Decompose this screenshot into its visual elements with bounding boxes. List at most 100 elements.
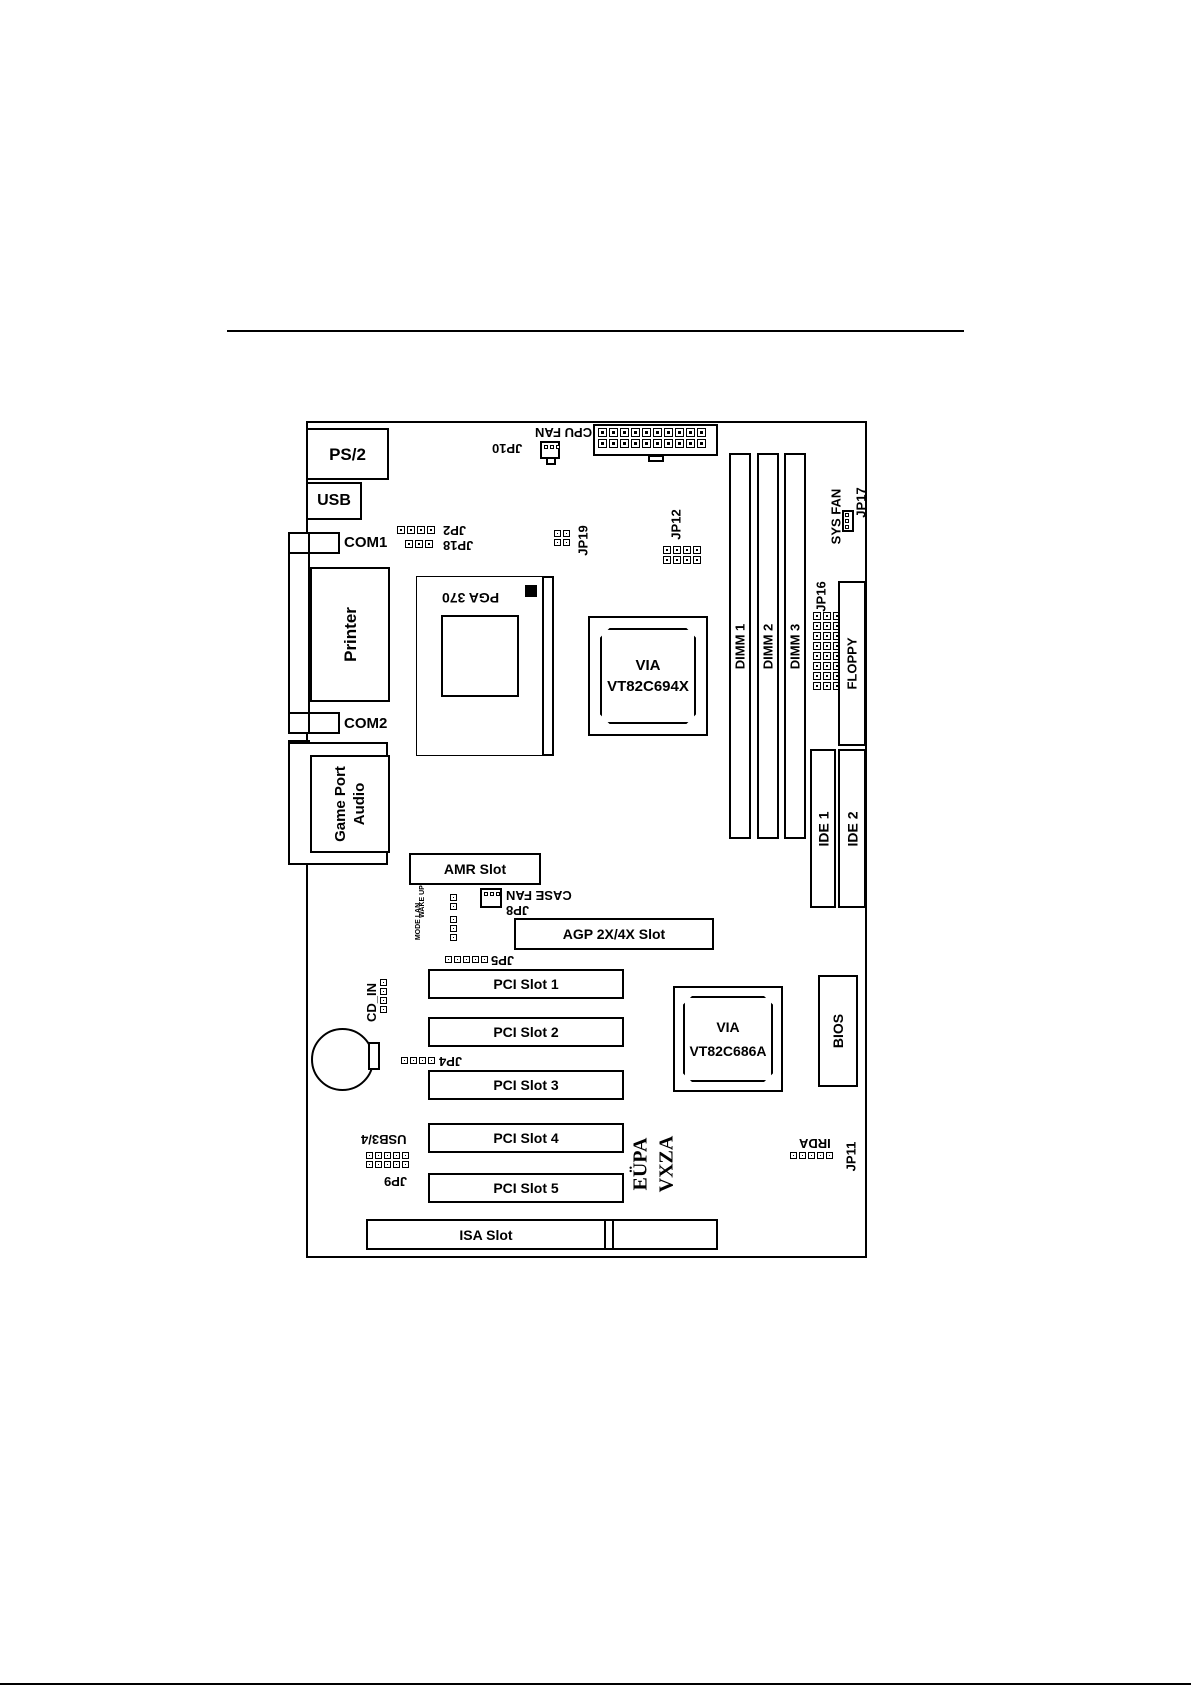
ps2-label: PS/2 <box>329 444 366 464</box>
printer-port: Printer <box>310 567 390 702</box>
game-port: Game Port Audio <box>310 755 390 853</box>
south-bridge-chip: VIA VT82C686A <box>683 996 773 1082</box>
north-bridge-chip: VIA VT82C694X <box>600 628 696 724</box>
isa-slot-label: ISA Slot <box>459 1226 513 1243</box>
pci-slot-4-label: PCI Slot 4 <box>493 1130 559 1146</box>
ps2-port: PS/2 <box>306 428 389 480</box>
jp18-label: JP18 <box>443 538 474 553</box>
dimm1-slot: DIMM 1 <box>729 453 751 839</box>
pci-slot-2-label: PCI Slot 2 <box>493 1024 559 1040</box>
cpu-socket-corner <box>525 585 537 597</box>
usb34-header <box>366 1152 409 1168</box>
amr-slot-label: AMR Slot <box>443 861 507 877</box>
mode-lan-header <box>450 916 457 941</box>
model-text: EÜPA VXZA <box>629 1120 702 1210</box>
floppy-label: FLOPPY <box>844 637 860 690</box>
north-bridge-line1: VIA <box>635 657 661 674</box>
pci-slot-1: PCI Slot 1 <box>428 969 624 999</box>
printer-port-frame <box>288 552 310 717</box>
bottom-rule <box>0 1683 1191 1685</box>
jp16-label: JP16 <box>813 581 829 612</box>
jp18-header <box>405 540 433 548</box>
ide2-connector: IDE 2 <box>838 749 866 908</box>
jp4-label: JP4 <box>439 1054 463 1069</box>
cpu-socket-inner <box>441 615 519 697</box>
isa-slot: ISA Slot <box>366 1219 606 1250</box>
floppy-connector: FLOPPY <box>838 581 866 746</box>
south-bridge-line2: VT82C686A <box>689 1043 767 1059</box>
atx-power-latch <box>648 455 664 462</box>
jp19-label: JP19 <box>575 525 591 556</box>
jp19-header <box>554 530 570 546</box>
printer-label: Printer <box>340 607 360 662</box>
atx-power-pins <box>598 428 706 448</box>
jp10-fan-tab <box>546 457 556 465</box>
top-rule <box>227 330 964 332</box>
pci-slot-4: PCI Slot 4 <box>428 1123 624 1153</box>
jp5-header <box>445 956 488 963</box>
jp10-label: JP10 <box>492 441 523 456</box>
pci-slot-2: PCI Slot 2 <box>428 1017 624 1047</box>
dimm3-label: DIMM 3 <box>787 623 803 669</box>
com1-connector <box>310 532 340 554</box>
usb34-label: USB3/4 <box>361 1132 407 1147</box>
jp8-fan-header <box>480 888 502 908</box>
com1-label: COM1 <box>344 534 388 551</box>
pci-slot-3-label: PCI Slot 3 <box>493 1077 559 1093</box>
ide2-label: IDE 2 <box>844 810 861 847</box>
agp-slot-label: AGP 2X/4X Slot <box>562 926 666 942</box>
pci-slot-1-label: PCI Slot 1 <box>493 976 559 992</box>
agp-slot: AGP 2X/4X Slot <box>514 918 714 950</box>
jp11-label: JP11 <box>843 1141 859 1172</box>
com2-label: COM2 <box>344 715 388 732</box>
cpu-socket-lever <box>542 576 554 756</box>
usb-label: USB <box>317 492 351 509</box>
usb-port: USB <box>306 482 362 520</box>
ide1-label: IDE 1 <box>815 810 832 847</box>
pci-slot-5: PCI Slot 5 <box>428 1173 624 1203</box>
irda-label: IRDA <box>799 1136 831 1151</box>
jp12-label: JP12 <box>668 509 684 540</box>
battery-holder <box>368 1042 380 1070</box>
bios-label: BIOS <box>829 1013 846 1049</box>
pci-slot-3: PCI Slot 3 <box>428 1070 624 1100</box>
jp5-label: JP5 <box>491 953 515 968</box>
jp9-label: JP9 <box>384 1174 408 1189</box>
pci-slot-5-label: PCI Slot 5 <box>493 1180 559 1196</box>
dimm2-slot: DIMM 2 <box>757 453 779 839</box>
battery <box>311 1028 374 1091</box>
jp17-pins <box>845 513 849 529</box>
com2-port <box>288 712 310 734</box>
model-line1: EÜPA <box>629 1137 652 1191</box>
mode-lan-label: MODE LAN <box>415 902 423 941</box>
isa-slot-extension <box>612 1219 718 1250</box>
cd-in-header <box>380 979 387 1013</box>
jp8-pins <box>484 892 500 896</box>
bios-chip: BIOS <box>818 975 858 1087</box>
pga370-label: PGA 370 <box>442 590 500 606</box>
cpu-fan-label: CPU FAN <box>535 425 593 440</box>
south-bridge-line1: VIA <box>716 1019 740 1035</box>
dimm2-label: DIMM 2 <box>760 623 776 669</box>
amr-slot: AMR Slot <box>409 853 541 885</box>
sys-fan-label: SYS FAN <box>828 488 844 545</box>
jp12-header <box>663 546 701 564</box>
jp10-pins <box>544 445 560 449</box>
jp2-header <box>397 526 435 534</box>
model-line2: VXZA <box>655 1135 678 1193</box>
ide1-connector: IDE 1 <box>810 749 836 908</box>
cd-in-label: CD_IN <box>364 982 380 1023</box>
jp17-label: JP17 <box>853 487 869 518</box>
jp8-label: JP8 <box>506 903 530 918</box>
dimm1-label: DIMM 1 <box>732 623 748 669</box>
wake-up-header <box>450 894 457 910</box>
jp2-label: JP2 <box>443 523 467 538</box>
audio-label: Audio <box>350 782 368 826</box>
north-bridge-line2: VT82C694X <box>607 678 689 695</box>
dimm3-slot: DIMM 3 <box>784 453 806 839</box>
game-port-label: Game Port <box>331 766 349 842</box>
com1-port <box>288 532 310 554</box>
case-fan-label: CASE FAN <box>506 888 572 903</box>
jp11-header <box>790 1152 833 1159</box>
com2-connector <box>310 712 340 734</box>
